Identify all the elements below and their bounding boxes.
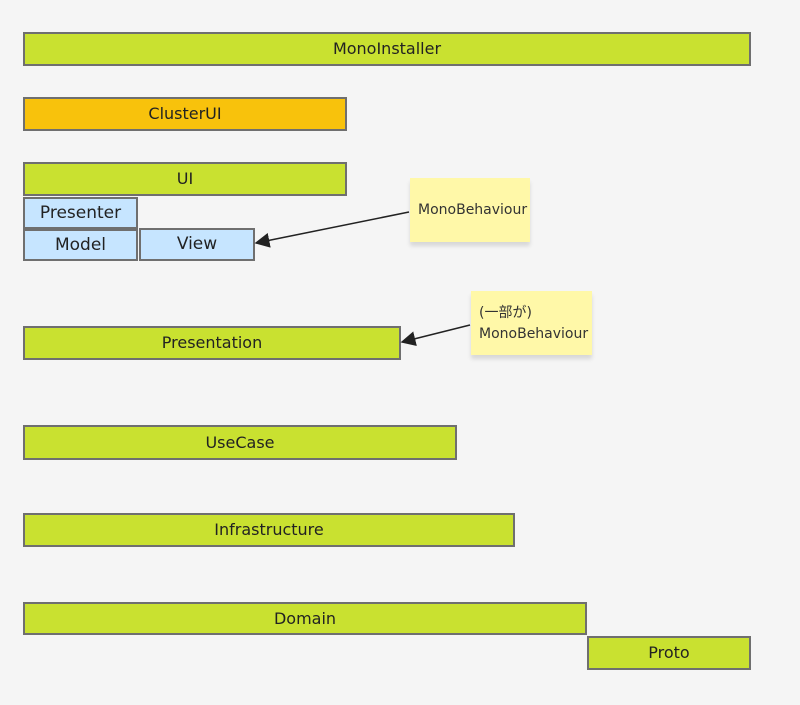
view-box: View [139, 228, 255, 261]
model-box: Model [23, 229, 138, 261]
infrastructure-label: Infrastructure [214, 520, 324, 539]
partial-note-line-1: (一部が) [479, 305, 532, 321]
mono-installer-box: MonoInstaller [23, 32, 751, 66]
mono-installer-label: MonoInstaller [332, 39, 442, 58]
cluster-ui-label: ClusterUI [148, 104, 222, 123]
usecase-label: UseCase [205, 432, 275, 452]
proto-label: Proto [648, 643, 690, 662]
partial-monobehaviour-note: (一部が) MonoBehaviour [471, 291, 592, 355]
domain-label: Domain [273, 608, 337, 628]
presentation-note-arrow [400, 324, 471, 347]
domain-box: Domain [23, 602, 587, 635]
partial-note-line-2: MonoBehaviour [479, 326, 589, 342]
view-label: View [176, 234, 218, 254]
monobehaviour-note-text: MonoBehaviour [418, 202, 528, 218]
view-note-arrow [254, 211, 410, 248]
presentation-label: Presentation [161, 333, 263, 352]
usecase-box: UseCase [23, 425, 457, 460]
ui-label: UI [176, 169, 194, 188]
presentation-box: Presentation [23, 326, 401, 360]
monobehaviour-note: MonoBehaviour [410, 178, 530, 242]
model-label: Model [54, 234, 107, 255]
presenter-box: Presenter [23, 197, 138, 229]
infrastructure-box: Infrastructure [23, 513, 515, 547]
proto-box: Proto [587, 636, 751, 670]
presenter-label: Presenter [39, 202, 122, 223]
ui-box: UI [23, 162, 347, 196]
cluster-ui-box: ClusterUI [23, 97, 347, 131]
